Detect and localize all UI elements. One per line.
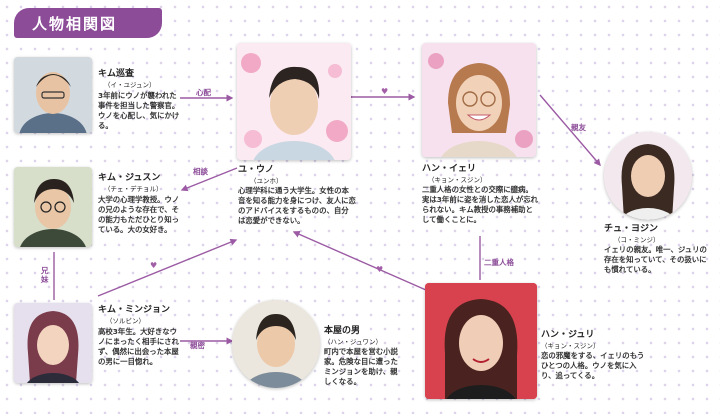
name-honya: 本屋の男 [324,326,361,336]
reading-kim-jusun: （チェ・デチョル） [104,185,163,193]
portrait-han-iri [422,43,536,157]
diagram-title: 人物相関図 [14,8,162,38]
label-sodan: 相談 [193,167,208,176]
portrait-han-juri [425,283,537,399]
line-minjon-to-uno [97,238,238,297]
label-shinmitsu: 親密 [190,341,205,350]
name-cho-yojin: チュ・ヨジン [604,224,659,234]
name-yu-uno: ユ・ウノ [238,165,275,175]
name-kim-sa: キム巡査 [98,69,135,79]
reading-cho-yojin: （コ・ミンジ） [614,236,660,244]
desc-kim-jusun: 大学の心理学教授。ウノの兄のような存在で、その能力もただひとり知っている。大の女… [98,195,180,234]
name-han-iri: ハン・イェリ [422,164,477,174]
portrait-kim-sa [14,57,92,133]
label-kyodai: 兄妹 [41,266,49,284]
line-iri-yojin [539,94,601,167]
desc-yu-uno: 心理学科に通う大学生。女性の本音を知る能力を身につけ、友人に恋のアドバイスをする… [238,186,356,225]
name-han-juri: ハン・ジュリ [541,330,595,340]
desc-han-iri: 二重人格の女性との交際に臆病。実は3年前に姿を消した恋人が忘れられない。キム教授… [422,185,539,224]
label-nijuu: 二重人格 [484,258,514,267]
reading-honya: （ハン・ジュワン） [324,338,383,346]
desc-kim-minjon: 高校3年生。大好きなウノにまったく相手にされず、偶然に出会った本屋の男に一目惚れ… [98,327,179,366]
heart-minjon-uno: ♥ [150,261,158,270]
heart-juri-uno: ♥ [376,265,384,274]
reading-han-iri: （キョン・スジン） [428,176,487,184]
reading-han-juri: （キョン・スジン） [541,342,600,350]
desc-cho-yojin: イェリの親友。唯一、ジュリの存在を知っていて、その扱いにも慣れている。 [604,245,707,274]
line-juri-to-uno [292,231,427,291]
desc-honya: 町内で本屋を営む小説家。危険な目に遭ったミンジョンを助け、親しくなる。 [324,347,398,386]
desc-kim-sa: 3年前にウノが襲われた事件を担当した警察官。ウノを心配し、気にかける。 [98,91,180,130]
name-kim-minjon: キム・ミンジョン [98,305,171,315]
reading-kim-sa: （イ・ユジュン） [104,81,156,89]
portrait-kim-jusun [14,167,92,247]
portrait-yu-uno [237,43,351,160]
portrait-cho-yojin [604,132,692,220]
label-shinyu: 親友 [571,123,586,132]
desc-han-juri: 恋の邪魔をする、イェリのもうひとつの人格。ウノを気に入り、追ってくる。 [541,351,645,380]
reading-yu-uno: （ユンホ） [250,177,283,185]
portrait-kim-minjon [14,303,92,383]
portrait-honya [232,300,320,388]
name-kim-jusun: キム・ジュスン [98,173,161,183]
line-uno-to-jusun [180,167,238,192]
heart-uno-iri: ♥ [381,87,389,96]
label-shinpai: 心配 [196,88,211,97]
reading-kim-minjon: （ソルビン） [106,317,145,325]
